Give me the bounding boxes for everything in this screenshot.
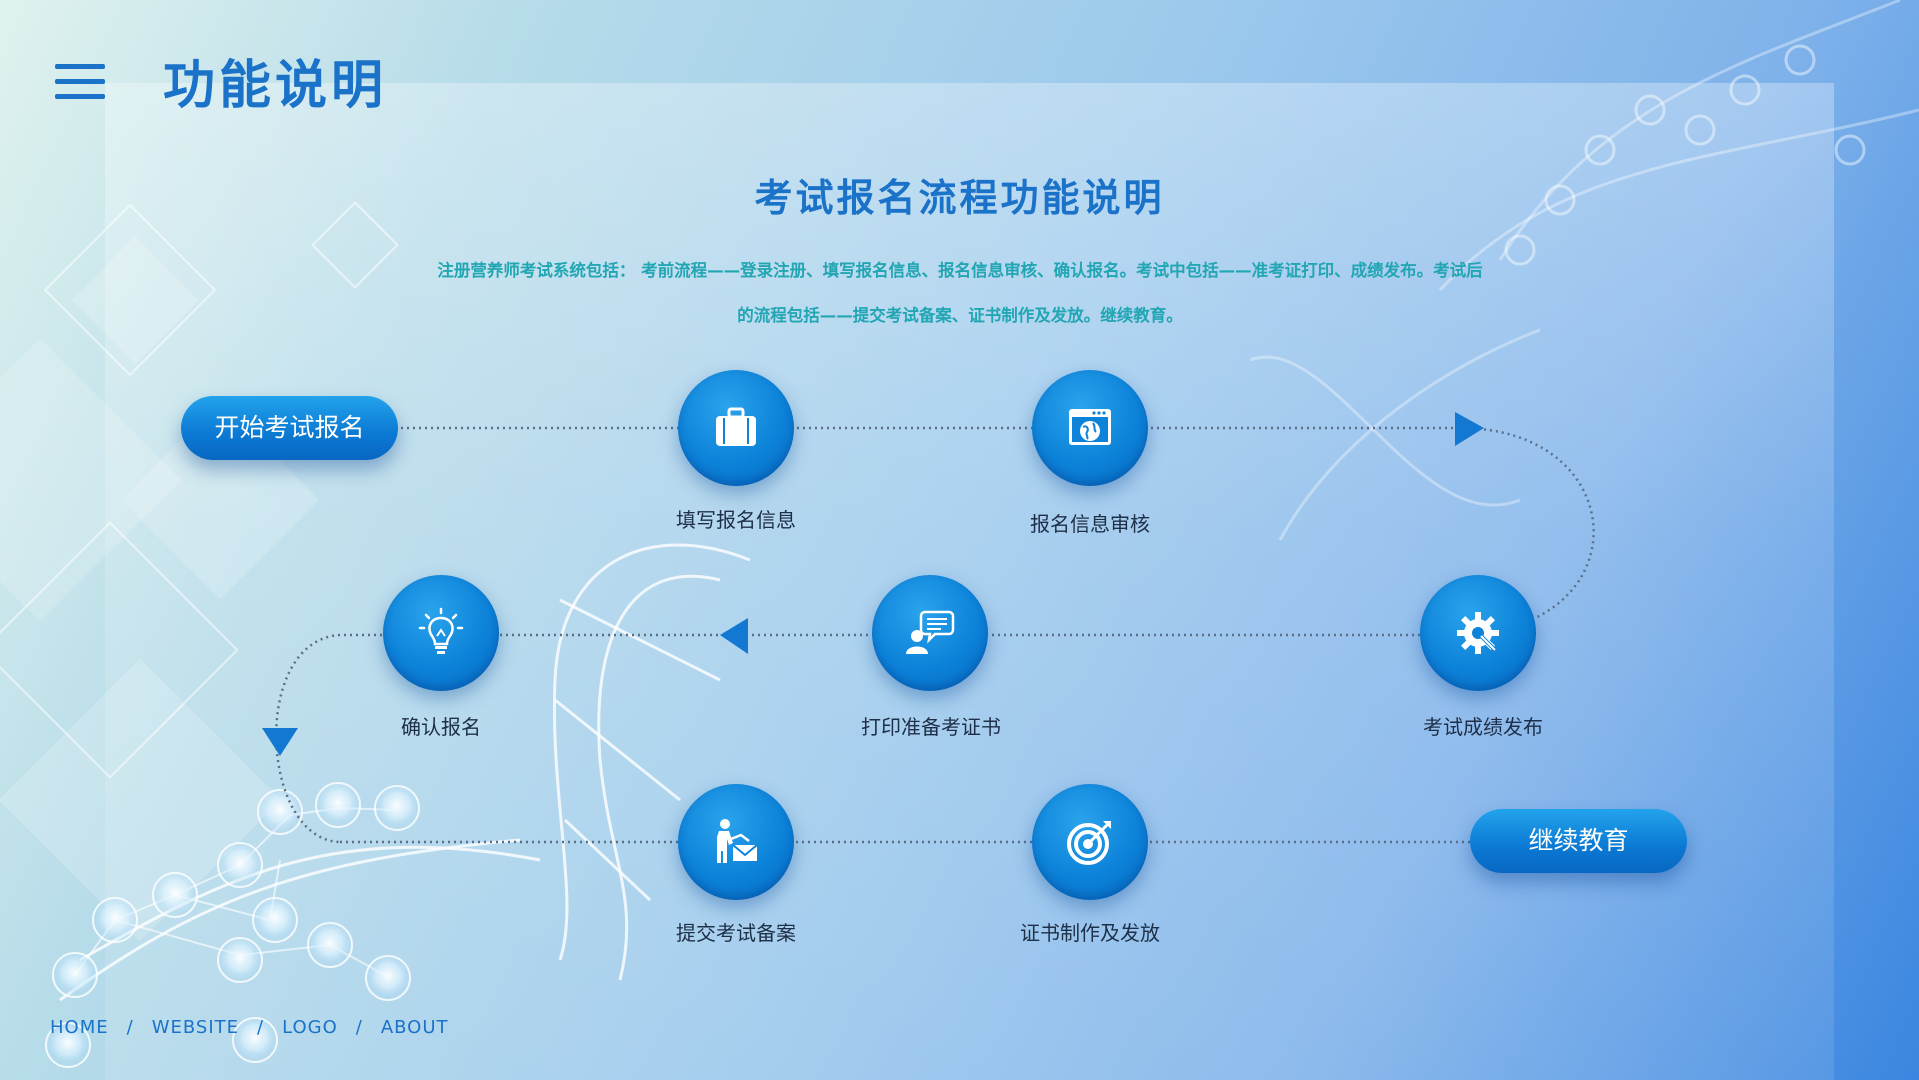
person-mail-icon	[717, 819, 758, 863]
step-label: 提交考试备案	[676, 921, 796, 945]
gear-wrench-icon	[1457, 612, 1499, 654]
content-panel	[105, 83, 1834, 1080]
step-publish-results[interactable]	[1420, 575, 1536, 691]
step-submit-filing[interactable]	[678, 784, 794, 900]
main-title: 考试报名流程功能说明	[754, 176, 1165, 220]
step-certificate-issue[interactable]	[1032, 784, 1148, 900]
breadcrumb-logo[interactable]: LOGO	[282, 1017, 338, 1038]
breadcrumb-separator: /	[355, 1017, 363, 1038]
page-title: 功能说明	[163, 56, 388, 116]
step-label: 证书制作及发放	[1020, 921, 1160, 945]
browser-globe-icon	[1069, 409, 1111, 445]
breadcrumb-website[interactable]: WEBSITE	[151, 1017, 239, 1038]
arrow-right-icon	[1455, 412, 1484, 446]
breadcrumb-separator: /	[126, 1017, 134, 1038]
step-label: 打印准备考证书	[861, 715, 1001, 739]
description-line-2: 的流程包括——提交考试备案、证书制作及发放。继续教育。	[737, 306, 1183, 325]
chat-person-icon	[906, 610, 955, 654]
step-label: 填写报名信息	[676, 508, 796, 532]
arrow-left-icon	[720, 618, 748, 654]
arrow-down-icon	[262, 728, 298, 756]
step-label: 报名信息审核	[1030, 512, 1150, 536]
step-confirm-registration[interactable]	[383, 575, 499, 691]
hamburger-menu-icon[interactable]	[55, 64, 105, 100]
step-print-admission[interactable]	[872, 575, 988, 691]
description-line-1: 注册营养师考试系统包括： 考前流程——登录注册、填写报名信息、报名信息审核、确认…	[437, 261, 1483, 280]
target-icon	[1067, 821, 1111, 865]
step-fill-info[interactable]	[678, 370, 794, 486]
continuing-education-button[interactable]: 继续教育	[1470, 809, 1687, 873]
start-registration-button[interactable]: 开始考试报名	[181, 396, 398, 460]
step-label: 确认报名	[401, 715, 481, 739]
breadcrumb-about[interactable]: ABOUT	[380, 1017, 449, 1038]
breadcrumb-home[interactable]: HOME	[50, 1017, 109, 1038]
briefcase-icon	[716, 407, 756, 446]
step-review-info[interactable]	[1032, 370, 1148, 486]
breadcrumb: HOME / WEBSITE / LOGO / ABOUT	[50, 1017, 449, 1038]
lightbulb-icon	[418, 607, 464, 654]
description: 注册营养师考试系统包括： 考前流程——登录注册、填写报名信息、报名信息审核、确认…	[300, 248, 1620, 338]
breadcrumb-separator: /	[257, 1017, 265, 1038]
step-label: 考试成绩发布	[1423, 715, 1543, 739]
